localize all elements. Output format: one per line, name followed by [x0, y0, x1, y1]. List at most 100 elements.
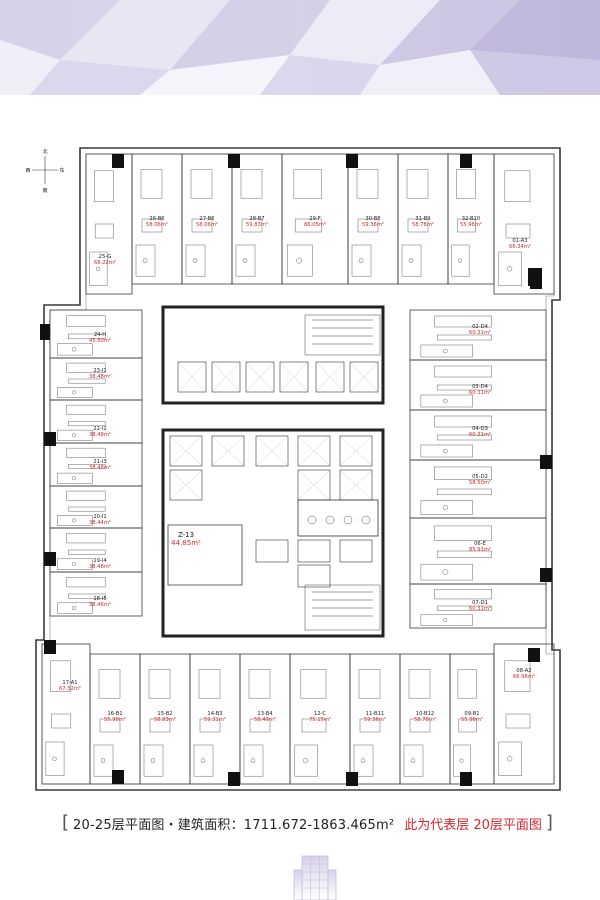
bed [94, 170, 114, 202]
bathroom [453, 744, 471, 777]
structural-column [44, 552, 56, 566]
central-core [161, 305, 385, 638]
structural-column [460, 772, 472, 786]
bathroom [287, 244, 313, 277]
bathroom [57, 515, 93, 526]
unit-area: 58.83m² [154, 717, 176, 723]
elevator-shaft [297, 564, 331, 588]
unit-area: 38.48m² [89, 465, 111, 471]
unit-area: 55.98m² [104, 717, 126, 723]
structural-column [228, 154, 240, 168]
sofa [99, 718, 121, 733]
toilet [71, 562, 76, 567]
compass: 北西东南 [25, 147, 64, 194]
unit-area: 38.48m² [89, 374, 111, 380]
restroom [297, 499, 379, 537]
toilet [250, 758, 256, 763]
sofa [68, 378, 106, 384]
toilet [410, 758, 416, 763]
upper-core [161, 305, 385, 405]
unit-code: 08-A2 [516, 668, 531, 674]
compass-south-label: 南 [42, 186, 47, 194]
bed [434, 466, 492, 480]
structural-column [40, 324, 50, 340]
bed [50, 660, 72, 692]
unit-area: 60.31m² [469, 390, 491, 396]
unit-area: 58.50m² [469, 480, 491, 486]
sofa [68, 506, 106, 512]
compass-east-label: 东 [59, 166, 64, 174]
elevator-cross [279, 361, 309, 393]
apartment-unit: 12-C75.15m² [289, 653, 351, 785]
unit-area: 67.32m² [59, 686, 81, 692]
bed [148, 669, 171, 699]
bathroom [420, 444, 473, 458]
sofa [249, 718, 271, 733]
toilet [325, 515, 335, 525]
bed [293, 169, 322, 199]
unit-code: 27-B6 [199, 216, 214, 222]
unit-code: 22-I2 [93, 426, 106, 432]
bathroom [57, 472, 93, 484]
unit-code: 02-D4 [472, 324, 488, 330]
unit-area: 60.31m² [469, 432, 491, 438]
sofa [241, 218, 263, 233]
toilet [307, 515, 317, 525]
bathroom [420, 563, 473, 581]
sofa [149, 718, 171, 733]
unit-area: 59.83m² [246, 222, 268, 228]
unit-code: 10-B12 [416, 711, 434, 717]
bathroom [93, 744, 114, 777]
lower-core [161, 428, 385, 638]
compass-west-label: 西 [25, 167, 30, 174]
sofa [68, 421, 106, 427]
unit-area: 44.85m² [171, 539, 201, 547]
elevator-shaft [211, 435, 245, 467]
toilet [242, 258, 248, 263]
structural-column [540, 568, 552, 582]
unit-area: 68.22m² [94, 260, 116, 266]
elevator-cross [169, 469, 203, 501]
unit-code: 07-D1 [472, 600, 488, 606]
bathroom [235, 244, 256, 277]
bed [66, 315, 106, 327]
sofa [68, 464, 106, 470]
bathroom [89, 251, 108, 286]
unit-area: 58.06m² [196, 222, 218, 228]
bed [434, 315, 492, 328]
bathroom [57, 429, 93, 441]
unit-area: 86.05m² [304, 222, 326, 228]
toilet [200, 758, 206, 763]
toilet [442, 569, 449, 576]
unit-code: 24-H [94, 332, 106, 338]
structural-column [112, 770, 124, 784]
structural-column [528, 648, 540, 662]
sofa [409, 718, 431, 733]
unit-code: 18-I5 [93, 596, 106, 602]
unit-area: 58.49m² [254, 717, 276, 723]
bathroom [420, 344, 473, 358]
elevator-shaft [339, 435, 373, 467]
bed [456, 169, 476, 199]
unit-code: Z-13 [178, 531, 194, 539]
toilet [71, 518, 76, 523]
unit-code: 15-B2 [157, 711, 172, 717]
toilet [71, 347, 77, 352]
bed [198, 669, 221, 699]
sofa [505, 713, 531, 729]
bathroom [351, 244, 372, 277]
sofa [357, 218, 379, 233]
unit-code: 19-I4 [93, 558, 107, 564]
